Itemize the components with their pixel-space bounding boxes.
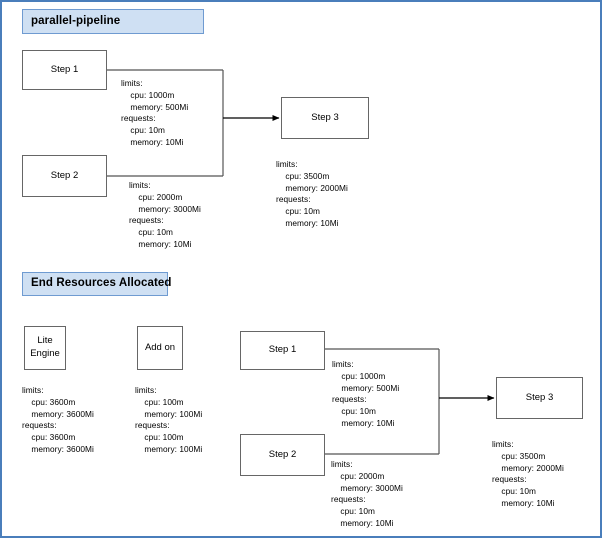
node-bottom-step-3[interactable]: Step 3 bbox=[496, 377, 583, 419]
node-top-step-1[interactable]: Step 1 bbox=[22, 50, 107, 90]
node-add-on[interactable]: Add on bbox=[137, 326, 183, 370]
node-label: Step 3 bbox=[311, 111, 339, 123]
node-label: Add on bbox=[144, 341, 176, 353]
node-label: Step 3 bbox=[525, 391, 554, 403]
section-banner-label: End Resources Allocated bbox=[31, 277, 172, 290]
spec-lite-engine: limits: cpu: 3600m memory: 3600Mi reques… bbox=[22, 385, 94, 454]
node-lite-engine[interactable]: Lite Engine bbox=[24, 326, 66, 370]
spec-top-step-2: limits: cpu: 2000m memory: 3000Mi reques… bbox=[129, 180, 201, 249]
node-bottom-step-1[interactable]: Step 1 bbox=[240, 331, 325, 370]
node-bottom-step-2[interactable]: Step 2 bbox=[240, 434, 325, 476]
node-label: Step 2 bbox=[50, 169, 79, 181]
node-label: Step 1 bbox=[50, 63, 79, 75]
node-top-step-3[interactable]: Step 3 bbox=[281, 97, 369, 139]
spec-bottom-step-1: limits: cpu: 1000m memory: 500Mi request… bbox=[332, 359, 400, 428]
node-label: Lite Engine bbox=[30, 335, 60, 359]
spec-top-step-3: limits: cpu: 3500m memory: 2000Mi reques… bbox=[276, 159, 348, 228]
spec-top-step-1: limits: cpu: 1000m memory: 500Mi request… bbox=[121, 78, 189, 147]
section-banner-parallel-pipeline: parallel-pipeline bbox=[22, 9, 204, 34]
section-banner-end-resources: End Resources Allocated bbox=[22, 272, 171, 296]
node-top-step-2[interactable]: Step 2 bbox=[22, 155, 107, 197]
node-label: Step 1 bbox=[268, 344, 297, 356]
spec-bottom-step-2: limits: cpu: 2000m memory: 3000Mi reques… bbox=[331, 459, 403, 528]
spec-add-on: limits: cpu: 100m memory: 100Mi requests… bbox=[135, 385, 203, 454]
node-label: Step 2 bbox=[268, 448, 297, 460]
spec-bottom-step-3: limits: cpu: 3500m memory: 2000Mi reques… bbox=[492, 439, 564, 508]
